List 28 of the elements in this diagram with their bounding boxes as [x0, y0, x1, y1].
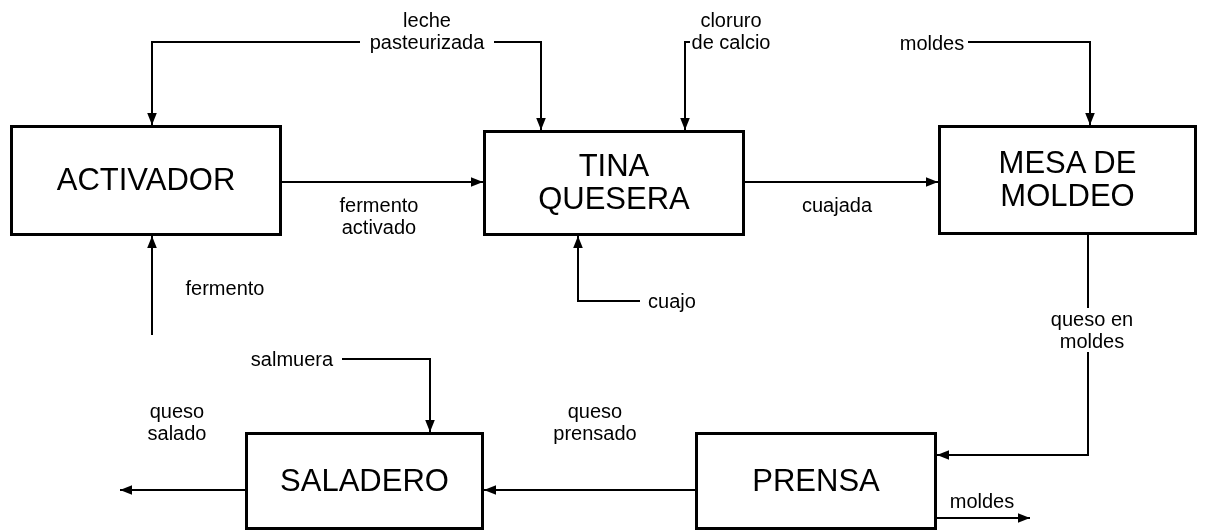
arrow: [967, 41, 1095, 126]
process-box: [10, 125, 282, 236]
arrow: [744, 177, 939, 187]
arrow: [483, 485, 696, 495]
process-name: MESA DE MOLDEO: [997, 147, 1138, 213]
arrow: [936, 513, 1031, 523]
arrow: [147, 41, 361, 126]
process-box: [938, 125, 1197, 235]
process-name: TINA QUESERA: [537, 150, 691, 216]
process-box: [245, 432, 484, 530]
input-label: leche pasteurizada: [360, 6, 494, 56]
arrow: [147, 235, 157, 336]
process-box: [483, 130, 745, 236]
input-label: salmuera: [242, 346, 342, 372]
process-name: ACTIVADOR: [55, 164, 237, 197]
arrow: [341, 358, 435, 433]
arrow: [119, 485, 246, 495]
arrow: [281, 177, 484, 187]
arrow: [573, 235, 641, 302]
input-label: cuajo: [640, 288, 704, 314]
arrow: [936, 234, 1089, 460]
arrow: [493, 41, 546, 131]
process-name: SALADERO: [279, 464, 450, 498]
arrow: [680, 41, 691, 131]
input-label: cloruro de calcio: [690, 6, 772, 56]
process-box: [695, 432, 937, 530]
input-label: moldes: [896, 30, 968, 56]
process-name: PRENSA: [751, 464, 881, 498]
